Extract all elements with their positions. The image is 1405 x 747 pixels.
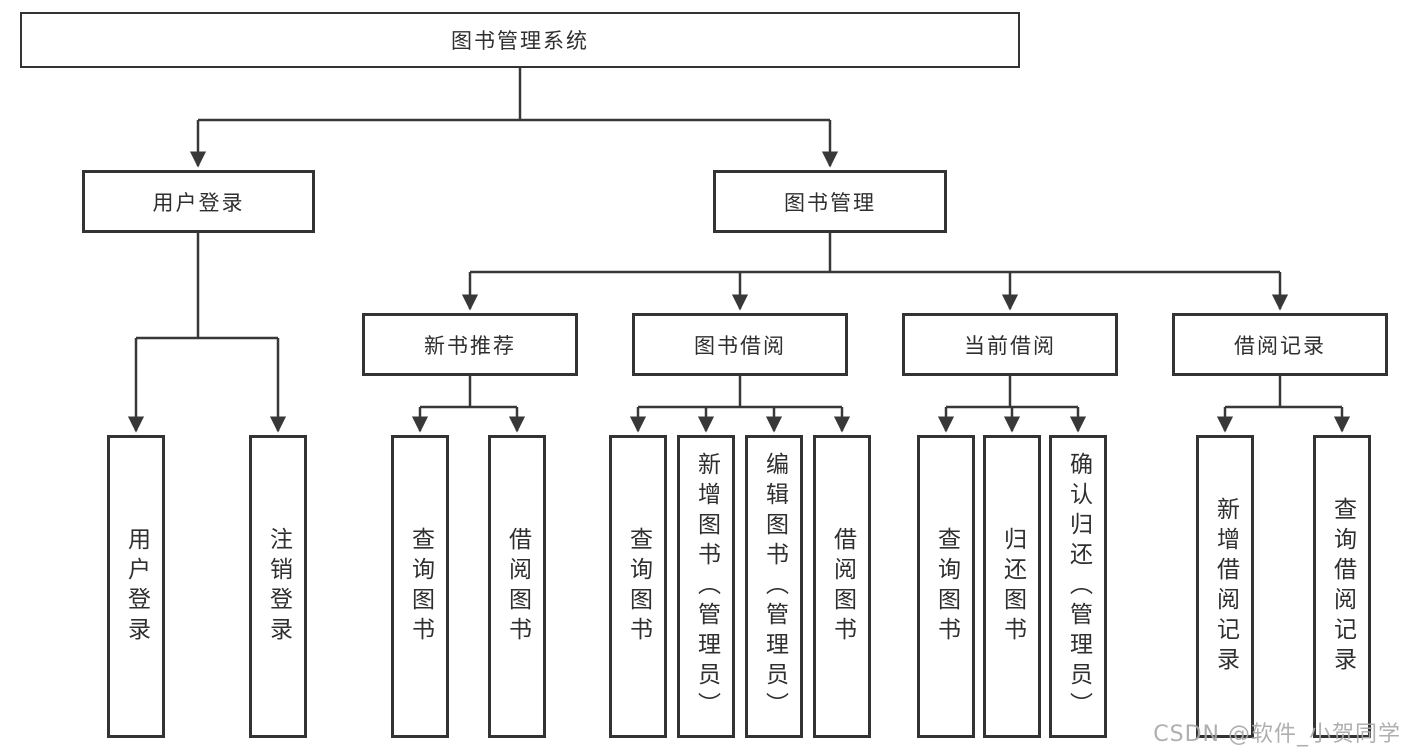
node-leaf-user-login: 用户登录 xyxy=(107,435,165,738)
node-leaf-add-books-admin: 新增图书（管理员） xyxy=(677,435,735,738)
node-current-borrowing: 当前借阅 xyxy=(902,313,1118,376)
leaf-label: 归还图书 xyxy=(999,526,1026,647)
node-leaf-edit-books-admin: 编辑图书（管理员） xyxy=(745,435,803,738)
leaf-label: 查询图书 xyxy=(625,526,652,647)
node-borrowing-records: 借阅记录 xyxy=(1172,313,1388,376)
node-leaf-add-borrow-record: 新增借阅记录 xyxy=(1196,435,1254,738)
leaf-label: 确认归还（管理员） xyxy=(1065,451,1092,722)
leaf-label: 编辑图书（管理员） xyxy=(761,451,788,722)
leaf-label: 查询借阅记录 xyxy=(1329,496,1356,677)
node-leaf-borrow-books-2: 借阅图书 xyxy=(813,435,871,738)
node-leaf-return-books: 归还图书 xyxy=(983,435,1041,738)
node-leaf-confirm-return-admin: 确认归还（管理员） xyxy=(1049,435,1107,738)
node-new-book-recommend: 新书推荐 xyxy=(362,313,578,376)
node-book-borrowing: 图书借阅 xyxy=(632,313,848,376)
node-leaf-query-books-3: 查询图书 xyxy=(917,435,975,738)
leaf-label: 查询图书 xyxy=(933,526,960,647)
leaf-label: 用户登录 xyxy=(123,526,150,647)
node-book-management: 图书管理 xyxy=(713,170,947,233)
leaf-label: 查询图书 xyxy=(407,526,434,647)
node-system-root: 图书管理系统 xyxy=(20,12,1020,68)
leaf-label: 注销登录 xyxy=(265,526,292,647)
leaf-label: 借阅图书 xyxy=(829,526,856,647)
leaf-label: 新增借阅记录 xyxy=(1212,496,1239,677)
node-leaf-query-books-2: 查询图书 xyxy=(609,435,667,738)
node-user-login: 用户登录 xyxy=(82,170,315,233)
leaf-label: 借阅图书 xyxy=(504,526,531,647)
leaf-label: 新增图书（管理员） xyxy=(693,451,720,722)
node-leaf-query-borrow-record: 查询借阅记录 xyxy=(1313,435,1371,738)
node-leaf-query-books-1: 查询图书 xyxy=(391,435,449,738)
node-leaf-logout: 注销登录 xyxy=(249,435,307,738)
node-leaf-borrow-books-1: 借阅图书 xyxy=(488,435,546,738)
